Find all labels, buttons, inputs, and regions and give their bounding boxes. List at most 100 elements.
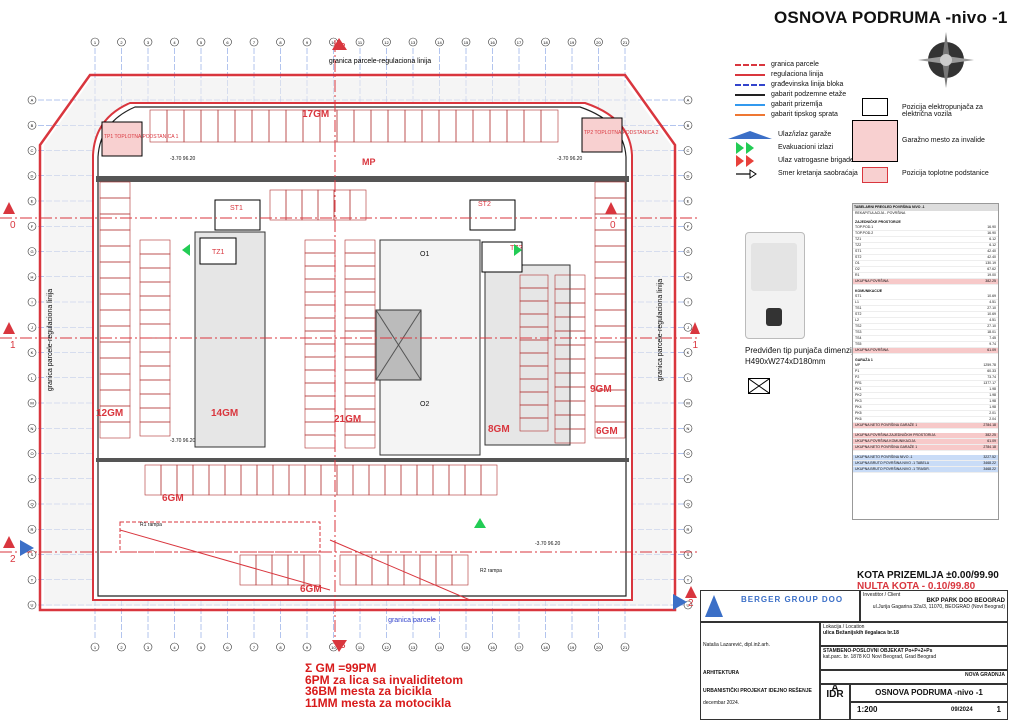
- grid-label: 3: [147, 645, 150, 650]
- grid-label: H: [687, 274, 690, 279]
- charger-caption: Predviđen tip punjača dimenzije H490xW27…: [745, 345, 858, 367]
- legend-row: gabarit tipskog sprata: [735, 110, 1005, 120]
- grid-label: 4: [173, 645, 176, 650]
- grid-bubble: [223, 37, 232, 47]
- grid-label: 11: [358, 645, 363, 650]
- responsible-block: Nataša Lazarević, dipl.inž.arh. ARHITEKT…: [700, 622, 820, 720]
- grid-bubble: [683, 398, 693, 408]
- grid-bubble: [514, 642, 524, 652]
- tech-value: IDR: [826, 689, 844, 700]
- accessible-parking-icon: [852, 120, 898, 162]
- grid-bubble: [249, 642, 259, 652]
- table-section-title: ZAJEDNIČKE PROSTORIJE: [855, 220, 901, 224]
- grid-label: N: [31, 426, 34, 431]
- grid-bubble: [683, 449, 693, 458]
- doc-type: URBANISTIČKI PROJEKAT IDEJNO REŠENJE: [703, 688, 812, 694]
- evacuation-exit-icon: [736, 141, 754, 154]
- grid-bubble: [27, 120, 37, 130]
- grid-bubble: [27, 575, 37, 585]
- grid-label: Q: [686, 502, 689, 507]
- phase-block: A IDR: [820, 684, 850, 720]
- object-block: STAMBENO-POSLOVNI OBJEKAT Po+P+2+Ps kat.…: [820, 646, 1008, 670]
- phase-value: A: [831, 684, 839, 694]
- right-boundary-label: granica parcele-regulaciona linija: [657, 279, 664, 381]
- grid-bubble: [143, 642, 153, 652]
- section-label-3-bottom: 3: [340, 640, 346, 651]
- legend-accessible-label: Garažno mesto za invalide: [902, 137, 985, 144]
- summary-line: 11MM mesta za motocikla: [305, 695, 452, 710]
- grid-bubble: [143, 37, 153, 47]
- grid-label: J: [687, 325, 689, 330]
- legend-row: gabarit podzemne etaže: [735, 90, 1005, 100]
- company-block: BERGER GROUP DOO: [700, 590, 860, 622]
- object-value: STAMBENO-POSLOVNI OBJEKAT Po+P+2+Ps: [823, 648, 933, 654]
- garage-entry-icon: [728, 130, 772, 139]
- grid-label: R: [687, 527, 690, 532]
- legend-symbols: Ulaz/izlaz garaže Evakuacioni izlazi Ula…: [728, 128, 858, 180]
- location-value: ulica Bežanijskih ilegalaca br.18: [823, 630, 899, 636]
- grid-bubble: [408, 37, 418, 47]
- grid-bubble: [683, 297, 693, 307]
- kat-value: kat.parc. br. 1878 KO Novi Beograd, Grad…: [823, 654, 937, 660]
- number-value: 09/2024: [951, 707, 973, 713]
- grid-label: 14: [437, 645, 442, 650]
- envelope-icon: [748, 378, 770, 394]
- section-label-2-left: 2: [10, 554, 16, 565]
- grid-label: S: [687, 552, 690, 557]
- label-8gm: 8GM: [488, 424, 510, 435]
- legend-label: građevinska linija bloka: [771, 81, 844, 89]
- label-9gm: 9GM: [590, 384, 612, 395]
- label-14gm: 14GM: [211, 408, 238, 419]
- legend-label: gabarit podzemne etaže: [771, 91, 847, 99]
- grid-bubble: [683, 146, 693, 155]
- grid-bubble: [382, 642, 391, 652]
- grid-bubble: [302, 642, 312, 652]
- label-6gm-bottom: 6GM: [300, 584, 322, 595]
- label-12gm: 12GM: [96, 408, 123, 419]
- level-mark-3: -3.70 96.20: [170, 438, 196, 444]
- label-17gm: 17GM: [302, 109, 329, 120]
- investor-address: ul.Jurija Gagarina 32a/3, 11070, BEOGRAD…: [872, 604, 1005, 610]
- legend-substation-label: Pozicija toplotne podstanice: [902, 170, 989, 177]
- grid-bubble: [90, 37, 100, 47]
- date: decembar 2024.: [703, 700, 740, 706]
- grid-labels: 1122334455667788991010111112121313141415…: [27, 37, 693, 652]
- grid-label: E: [687, 199, 690, 204]
- grid-bubble: [461, 37, 471, 47]
- plot-boundary: [38, 73, 677, 612]
- legend-row: gabarit prizemlja: [735, 100, 1005, 110]
- works-block: NOVA GRADNJA: [820, 670, 1008, 684]
- basement-wall-band: [96, 176, 629, 182]
- grid-bubble: [276, 642, 285, 652]
- parking-summary: Σ GM =99PM 6PM za lica sa invaliditetom …: [305, 662, 463, 710]
- grid-label: 16: [490, 40, 495, 45]
- grid-bubble: [27, 247, 37, 256]
- grid-bubble: [488, 642, 497, 652]
- grid-bubble: [435, 642, 444, 652]
- label-6gm-right: 6GM: [596, 426, 618, 437]
- grid-bubble: [90, 642, 100, 652]
- grid-label: T: [687, 577, 690, 582]
- grid-bubble: [223, 642, 232, 652]
- grid-bubble: [620, 642, 630, 652]
- basement-outline: [97, 106, 627, 597]
- grid-bubble: [683, 600, 693, 610]
- parking-stalls: [99, 109, 626, 586]
- grid-bubble: [683, 499, 693, 509]
- label-21gm: 21GM: [334, 414, 361, 425]
- legend-lines: granica parcele regulaciona linija građe…: [735, 60, 1005, 120]
- area-table: TABELARNI PREGLED POVRŠINA NIVO -1 REKAP…: [852, 203, 999, 520]
- grid-label: 7: [253, 645, 256, 650]
- grid-bubble: [683, 247, 693, 256]
